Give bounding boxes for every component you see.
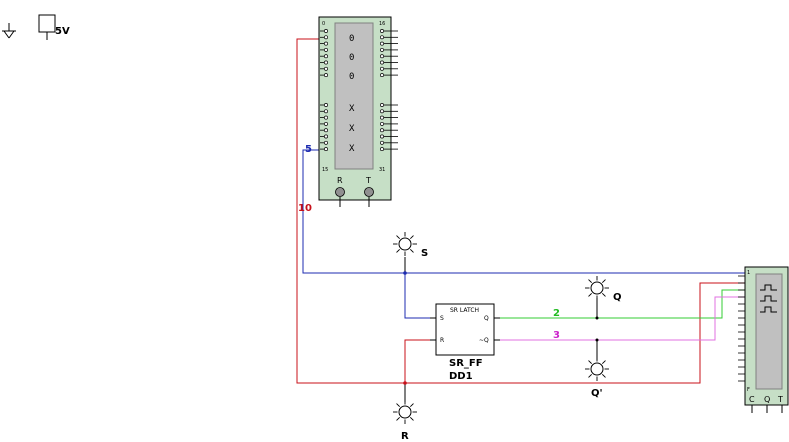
- wg-row-5: X: [349, 124, 355, 134]
- wg-pin-left-1[interactable]: [324, 35, 328, 40]
- wg-pin-right-8[interactable]: [380, 103, 384, 107]
- probe-qbar-lamp-icon[interactable]: [585, 357, 609, 381]
- wg-pin-right-10[interactable]: [380, 115, 384, 120]
- wg-pin-right-7[interactable]: [380, 73, 384, 78]
- wire-net-2[interactable]: [494, 289, 745, 319]
- wg-pin-right-1[interactable]: [380, 35, 384, 40]
- wg-row-6: X: [349, 144, 355, 154]
- wg-pin-right-5[interactable]: [380, 60, 384, 65]
- wg-pin-left-9[interactable]: [324, 109, 328, 114]
- probe-r-label: R: [401, 431, 409, 442]
- word-generator[interactable]: 0 15 16 31 0 0 0 X X X R T: [318, 16, 398, 207]
- net-label-2: 2: [553, 308, 560, 319]
- probe-s-lamp-icon[interactable]: [393, 232, 417, 256]
- wg-row-3: 0: [349, 72, 354, 82]
- wg-pin-left-7[interactable]: [324, 73, 328, 78]
- la-label-c: C: [749, 395, 755, 404]
- wg-pin-right-11[interactable]: [380, 121, 384, 126]
- wg-pin-right-12[interactable]: [380, 128, 384, 133]
- la-index-bottom: F: [747, 387, 750, 393]
- wg-pin-right-14[interactable]: [380, 140, 384, 145]
- wg-index-31: 31: [379, 167, 385, 173]
- logic-analyzer-input-pins[interactable]: [738, 275, 745, 382]
- wg-pin-right-15[interactable]: [380, 147, 384, 152]
- wire-net-10[interactable]: [296, 38, 745, 384]
- wg-pin-right-6[interactable]: [380, 66, 384, 71]
- wg-trigger-label: T: [365, 176, 371, 185]
- wg-pin-right-9[interactable]: [380, 109, 384, 114]
- wg-row-1: 0: [349, 34, 354, 44]
- wg-pin-right-13[interactable]: [380, 134, 384, 139]
- word-generator-right-pins[interactable]: [380, 29, 398, 152]
- latch-pin-q: Q: [484, 315, 489, 322]
- wg-pin-left-0[interactable]: [324, 29, 328, 33]
- wg-pin-left-8[interactable]: [324, 103, 328, 107]
- wg-pin-left-6[interactable]: [324, 66, 328, 71]
- sr-latch[interactable]: SR LATCH S R Q ~Q SR_FF DD1: [430, 303, 500, 382]
- wg-row-4: X: [349, 104, 355, 114]
- wire-net-5[interactable]: [302, 149, 745, 274]
- net-label-5: 5: [305, 144, 312, 155]
- wg-pin-left-13[interactable]: [324, 134, 328, 139]
- wg-row-2: 0: [349, 53, 354, 63]
- latch-ref-name: SR_FF: [449, 358, 483, 369]
- wg-reset-terminal[interactable]: [335, 187, 345, 197]
- wg-index-0: 0: [322, 21, 325, 27]
- wire-net-3[interactable]: [494, 296, 745, 341]
- logic-analyzer-waveform-icon: [760, 284, 777, 313]
- wg-pin-left-2[interactable]: [324, 41, 328, 46]
- wg-index-15: 15: [322, 167, 328, 173]
- vcc-source[interactable]: 5V: [38, 14, 70, 40]
- probe-r-lamp-icon[interactable]: [393, 400, 417, 424]
- wire-latch-r[interactable]: [404, 339, 436, 383]
- wg-pin-left-10[interactable]: [324, 115, 328, 120]
- latch-title: SR LATCH: [450, 307, 479, 314]
- wg-pin-left-14[interactable]: [324, 140, 328, 145]
- latch-pin-r: R: [440, 337, 444, 344]
- wire-latch-s[interactable]: [404, 273, 436, 319]
- wg-pin-right-4[interactable]: [380, 54, 384, 59]
- net-label-10: 10: [298, 203, 312, 214]
- la-label-t: T: [777, 395, 783, 404]
- wg-pin-left-11[interactable]: [324, 121, 328, 126]
- wg-pin-right-3[interactable]: [380, 47, 384, 52]
- ground-icon[interactable]: [2, 23, 16, 39]
- wg-pin-left-5[interactable]: [324, 60, 328, 65]
- latch-ref-designator: DD1: [449, 371, 473, 382]
- wires: [296, 38, 745, 402]
- net-label-3: 3: [553, 330, 560, 341]
- la-index-top: 1: [747, 270, 750, 276]
- probe-q-lamp-icon[interactable]: [585, 276, 609, 300]
- probe-q-label: Q: [613, 292, 622, 303]
- word-generator-left-pins[interactable]: [320, 29, 328, 152]
- probe-qbar-label: Q': [591, 388, 603, 399]
- wg-pin-right-0[interactable]: [380, 29, 384, 33]
- logic-analyzer[interactable]: 1 F C Q T: [738, 266, 789, 413]
- wg-pin-left-3[interactable]: [324, 47, 328, 52]
- wg-pin-left-12[interactable]: [324, 128, 328, 133]
- vcc-label: 5V: [55, 26, 70, 37]
- wg-trigger-terminal[interactable]: [364, 187, 374, 197]
- latch-pin-s: S: [440, 315, 444, 322]
- la-label-q: Q: [764, 395, 770, 404]
- wg-reset-label: R: [337, 176, 343, 185]
- wg-pin-right-2[interactable]: [380, 41, 384, 46]
- wg-pin-left-15[interactable]: [324, 147, 328, 152]
- wg-index-16: 16: [379, 21, 385, 27]
- probe-s-label: S: [421, 248, 428, 259]
- wg-pin-left-4[interactable]: [324, 54, 328, 59]
- latch-pin-qbar: ~Q: [479, 337, 489, 344]
